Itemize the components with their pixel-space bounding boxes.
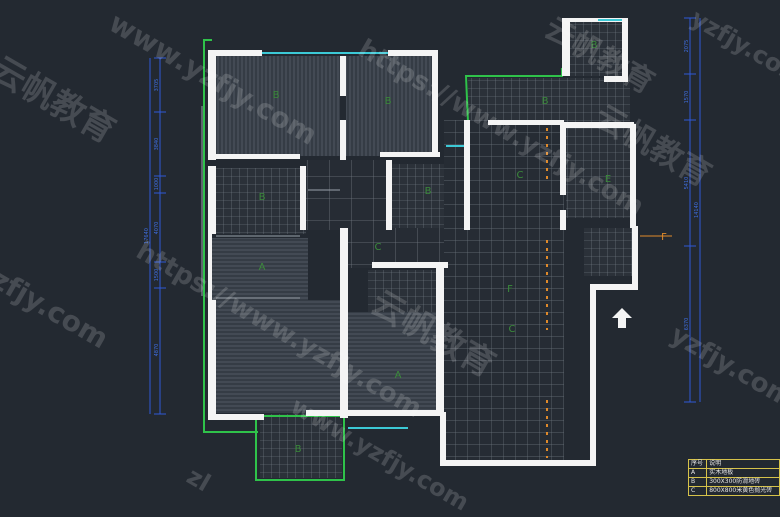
- legend-code: C: [687, 486, 708, 496]
- dim-left-total: 17640: [144, 228, 150, 244]
- dimension-texts: 3705 3840 1000 4070 1500 4870 17640 2075…: [144, 40, 700, 357]
- floor-balcony-top: [566, 20, 624, 76]
- room-label: B: [295, 444, 302, 455]
- dimension-lines: [149, 17, 701, 415]
- floor-bedroom-2: [346, 56, 434, 156]
- floor-bedroom-1: [213, 56, 340, 156]
- legend-description: 实木地板: [706, 468, 780, 478]
- floor-master-bedroom: [348, 312, 442, 412]
- floor-corridor: [346, 228, 456, 268]
- floor-balcony-north: [468, 78, 630, 122]
- legend-code: A: [687, 468, 708, 478]
- floor-bedroom-3: [212, 300, 342, 413]
- legend-header-cell: 序号: [687, 459, 708, 469]
- room-label: A: [259, 262, 266, 273]
- room-label: B: [425, 186, 432, 197]
- room-label: B: [591, 40, 598, 51]
- legend-header-row: 序号 说明: [687, 459, 780, 469]
- floor-hall: [306, 160, 386, 230]
- floor-plan-drawing: 3705 3840 1000 4070 1500 4870 17640 2075…: [144, 17, 701, 481]
- room-labels: B B B A C B B C F C A B B E F: [259, 40, 668, 455]
- dim-right-4: 6370: [684, 318, 690, 331]
- floor-bath-1: [212, 168, 306, 234]
- balcony-rails: [203, 39, 563, 481]
- floor-bath-3: [368, 270, 442, 312]
- room-label: C: [517, 170, 524, 181]
- partitions: [201, 106, 340, 299]
- room-label: C: [509, 324, 516, 335]
- entry-arrow-icon: [612, 308, 632, 328]
- door-label: F: [661, 232, 667, 243]
- legend-row: B 300X300防滑地砖: [687, 477, 780, 487]
- dim-left-3: 1000: [154, 178, 160, 191]
- dim-right-total: 14140: [694, 202, 700, 218]
- floor-study: [212, 238, 308, 300]
- dim-right-1: 2075: [684, 40, 690, 53]
- room-label: B: [273, 90, 280, 101]
- dim-right-2: 1570: [684, 91, 690, 104]
- legend-description: 800X800米黄色抛光砖: [706, 486, 780, 496]
- dim-left-5: 1500: [154, 269, 160, 282]
- legend-description: 300X300防滑地砖: [706, 477, 780, 487]
- dim-left-2: 3840: [154, 138, 160, 151]
- legend-row: C 800X800米黄色抛光砖: [687, 486, 780, 496]
- cad-floor-plan-canvas: 3705 3840 1000 4070 1500 4870 17640 2075…: [0, 4, 780, 517]
- dim-left-6: 4870: [154, 344, 160, 357]
- section-markers: [546, 128, 672, 458]
- room-label: C: [375, 242, 382, 253]
- floor-entry: [584, 228, 632, 276]
- room-label: F: [507, 284, 513, 295]
- legend-table: 序号 说明 A 实木地板 B 300X300防滑地砖 C 800X800米黄色抛…: [687, 459, 780, 496]
- dim-left-4: 4070: [154, 222, 160, 235]
- floor-regions: [212, 20, 636, 478]
- legend-code: B: [687, 477, 708, 487]
- floor-kitchen: [566, 124, 636, 218]
- floor-balcony-south: [260, 414, 342, 478]
- room-label: A: [395, 370, 402, 381]
- dim-right-3: 5410: [684, 177, 690, 190]
- room-label: B: [385, 96, 392, 107]
- walls: [208, 18, 638, 466]
- legend-header-cell: 说明: [706, 459, 780, 469]
- room-label: B: [542, 96, 549, 107]
- legend-row: A 实木地板: [687, 468, 780, 478]
- dim-left-1: 3705: [154, 79, 160, 92]
- windows: [262, 19, 622, 429]
- room-label: E: [605, 174, 611, 185]
- room-label: B: [259, 192, 266, 203]
